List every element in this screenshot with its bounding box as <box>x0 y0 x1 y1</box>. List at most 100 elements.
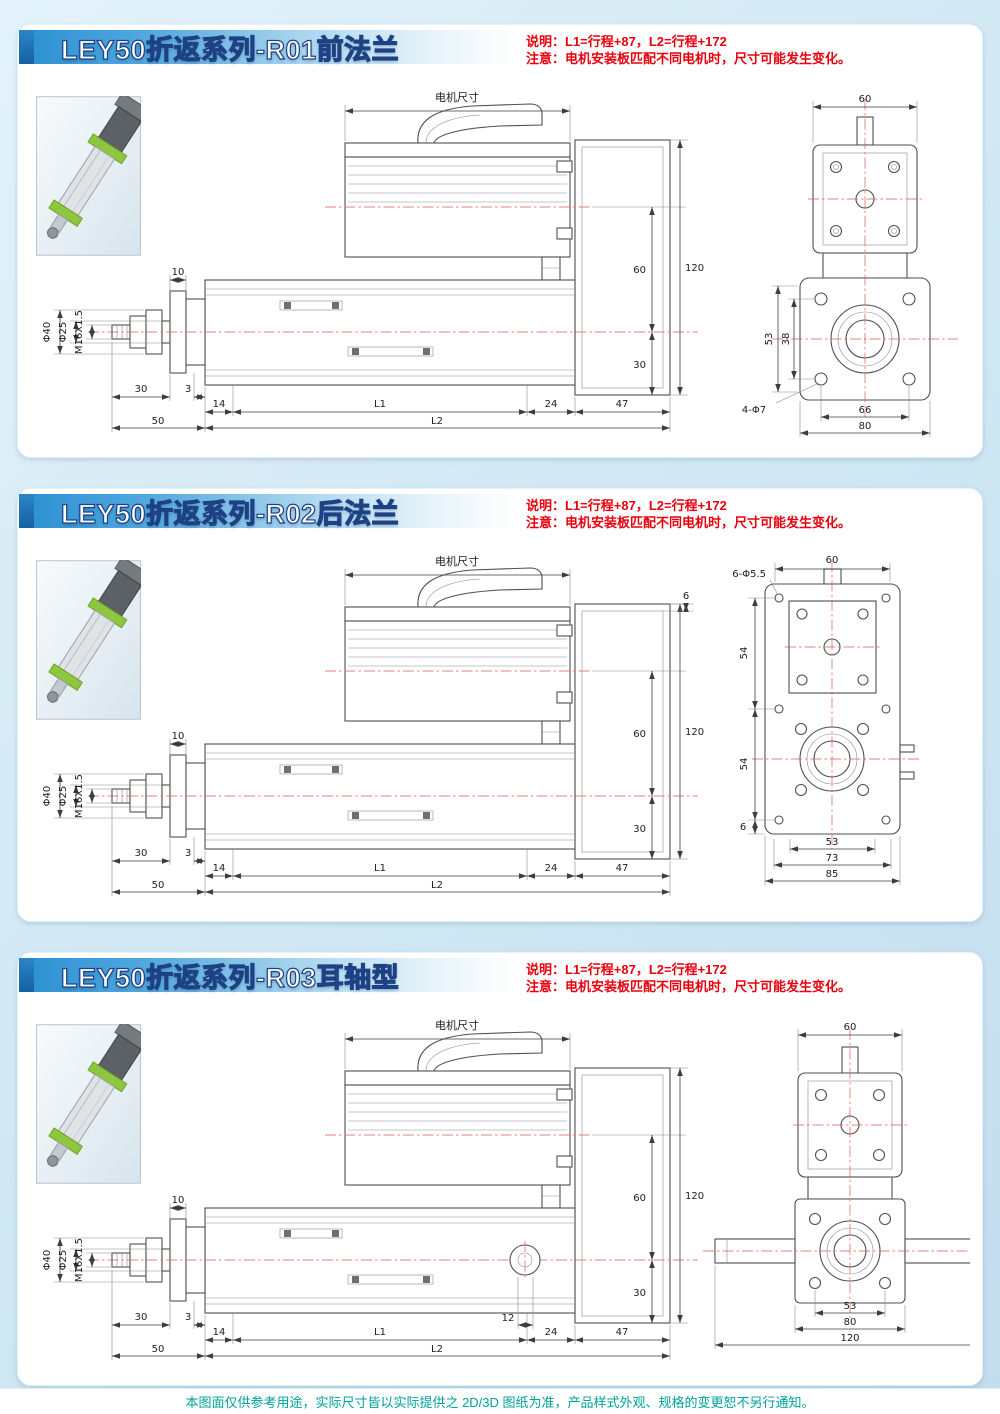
end-view: 60 6-Φ5.5 54 54 6 53 73 85 <box>732 555 920 885</box>
side-view: 电机尺寸 10 Φ40 Φ25 M16X1.5 30 3 14 L1 24 47… <box>42 90 704 432</box>
dim-plate-10: 10 <box>172 1195 185 1206</box>
dim-dia40: Φ40 <box>42 1250 53 1271</box>
dim-L1: L1 <box>374 863 386 874</box>
dim-L1: L1 <box>374 1327 386 1338</box>
header-accent <box>19 30 34 64</box>
title-bar: LEY50折返系列-R02后法兰 <box>34 494 514 529</box>
dim-axis-30: 30 <box>633 1288 646 1299</box>
side-view: 6 电机尺寸 10 Φ40 Φ25 M16X1.5 30 3 14 L1 24 … <box>42 554 704 896</box>
dim-L1: L1 <box>374 399 386 410</box>
notes-block: 说明：L1=行程+87，L2=行程+172 注意：电机安装板匹配不同电机时，尺寸… <box>526 494 851 531</box>
title-bar: LEY50折返系列-R03耳轴型 <box>34 958 514 993</box>
dim-14: 14 <box>213 863 226 874</box>
notes-block: 说明：L1=行程+87，L2=行程+172 注意：电机安装板匹配不同电机时，尺寸… <box>526 30 851 67</box>
motor-size-label: 电机尺寸 <box>435 90 479 104</box>
dim-24: 24 <box>545 863 558 874</box>
header-accent <box>19 494 34 528</box>
dim-axis-30: 30 <box>633 360 646 371</box>
dim-24: 24 <box>545 399 558 410</box>
dim-plate-10: 10 <box>172 731 185 742</box>
panel-r01: LEY50折返系列-R01前法兰 说明：L1=行程+87，L2=行程+172 注… <box>17 24 983 458</box>
flange-screws <box>794 722 870 797</box>
dim-80: 80 <box>844 1317 857 1328</box>
dim-80: 80 <box>859 421 872 432</box>
dim-thread: M16X1.5 <box>74 1238 85 1282</box>
dim-dia25: Φ25 <box>58 1250 69 1271</box>
dim-rod-30: 30 <box>135 1312 148 1323</box>
end-view: 60 2-Φ16 53 80 120 <box>703 1022 970 1349</box>
technical-drawing-r01: 电机尺寸 10 Φ40 Φ25 M16X1.5 30 3 14 L1 24 47… <box>42 90 958 437</box>
dim-12: 12 <box>502 1313 515 1324</box>
dim-66: 66 <box>859 405 872 416</box>
flange-bolt-holes <box>814 292 916 386</box>
dim-rod-30: 30 <box>135 848 148 859</box>
dim-120: 120 <box>685 263 704 274</box>
dim-14: 14 <box>213 399 226 410</box>
end-view: 60 53 38 4-Φ7 66 80 <box>742 94 958 437</box>
dim-50: 50 <box>152 416 165 427</box>
dim-60: 60 <box>633 265 646 276</box>
title-bar: LEY50折返系列-R01前法兰 <box>34 30 514 65</box>
dim-53: 53 <box>826 837 839 848</box>
dim-dia40: Φ40 <box>42 786 53 807</box>
dim-38: 38 <box>781 333 792 346</box>
dim-60: 60 <box>859 94 872 105</box>
dim-L2: L2 <box>431 416 443 427</box>
technical-drawing-r02: 6 电机尺寸 10 Φ40 Φ25 M16X1.5 30 3 14 L1 24 … <box>42 554 920 909</box>
dim-rod-30: 30 <box>135 384 148 395</box>
dim-3: 3 <box>185 848 191 859</box>
plate-holes <box>774 593 891 825</box>
dim-47: 47 <box>616 399 629 410</box>
pin-lower <box>899 771 915 780</box>
dim-60: 60 <box>633 729 646 740</box>
dim-plate-10: 10 <box>172 267 185 278</box>
dim-L2: L2 <box>431 880 443 891</box>
motor-screws <box>814 1088 886 1162</box>
side-view: 12 电机尺寸 10 Φ40 Φ25 M16X1.5 30 3 14 L1 24… <box>42 1018 704 1360</box>
panel-header-r03: LEY50折返系列-R03耳轴型 说明：L1=行程+87，L2=行程+172 注… <box>18 953 982 995</box>
pin-upper <box>899 744 915 753</box>
motor-size-label: 电机尺寸 <box>435 1018 479 1032</box>
dim-thread: M16X1.5 <box>74 310 85 354</box>
panel-header-r01: LEY50折返系列-R01前法兰 说明：L1=行程+87，L2=行程+172 注… <box>18 25 982 67</box>
section-title-r03: LEY50折返系列-R03耳轴型 <box>60 962 400 993</box>
dim-50: 50 <box>152 880 165 891</box>
panel-r03: LEY50折返系列-R03耳轴型 说明：L1=行程+87，L2=行程+172 注… <box>17 952 983 1386</box>
section-title-r02: LEY50折返系列-R02后法兰 <box>60 498 400 529</box>
dim-3: 3 <box>185 1312 191 1323</box>
dim-120: 120 <box>685 727 704 738</box>
header-accent <box>19 958 34 992</box>
note-formula: 说明：L1=行程+87，L2=行程+172 <box>526 498 727 513</box>
dim-73: 73 <box>826 853 839 864</box>
technical-drawing-r03: 12 电机尺寸 10 Φ40 Φ25 M16X1.5 30 3 14 L1 24… <box>42 1018 970 1373</box>
dim-thread: M16X1.5 <box>74 774 85 818</box>
dim-60: 60 <box>826 555 839 566</box>
dim-120: 120 <box>840 1333 859 1344</box>
dim-53: 53 <box>764 333 775 346</box>
dim-dia25: Φ25 <box>58 322 69 343</box>
dim-60: 60 <box>844 1022 857 1033</box>
dim-14: 14 <box>213 1327 226 1338</box>
hole-callout: 4-Φ7 <box>742 405 766 416</box>
note-warning: 注意：电机安装板匹配不同电机时，尺寸可能发生变化。 <box>526 51 852 66</box>
hole-callout: 6-Φ5.5 <box>732 569 766 580</box>
note-warning: 注意：电机安装板匹配不同电机时，尺寸可能发生变化。 <box>526 515 852 530</box>
dim-24: 24 <box>545 1327 558 1338</box>
disclaimer-text: 本图面仅供参考用途，实际尺寸皆以实际提供之 2D/3D 图纸为准，产品样式外观、… <box>185 1395 815 1410</box>
dim-3: 3 <box>185 384 191 395</box>
dim-axis-30: 30 <box>633 824 646 835</box>
panel-header-r02: LEY50折返系列-R02后法兰 说明：L1=行程+87，L2=行程+172 注… <box>18 489 982 531</box>
dim-54-lower: 54 <box>739 758 750 771</box>
notes-block: 说明：L1=行程+87，L2=行程+172 注意：电机安装板匹配不同电机时，尺寸… <box>526 958 851 995</box>
dim-85: 85 <box>826 869 839 880</box>
dim-dia25: Φ25 <box>58 786 69 807</box>
motor-shaft-stub <box>823 568 842 585</box>
dim-L2: L2 <box>431 1344 443 1355</box>
panel-r02: LEY50折返系列-R02后法兰 说明：L1=行程+87，L2=行程+172 注… <box>17 488 983 922</box>
dim-50: 50 <box>152 1344 165 1355</box>
dim-60: 60 <box>633 1193 646 1204</box>
dim-54-upper: 54 <box>739 647 750 660</box>
dim-47: 47 <box>616 1327 629 1338</box>
note-warning: 注意：电机安装板匹配不同电机时，尺寸可能发生变化。 <box>526 979 852 994</box>
